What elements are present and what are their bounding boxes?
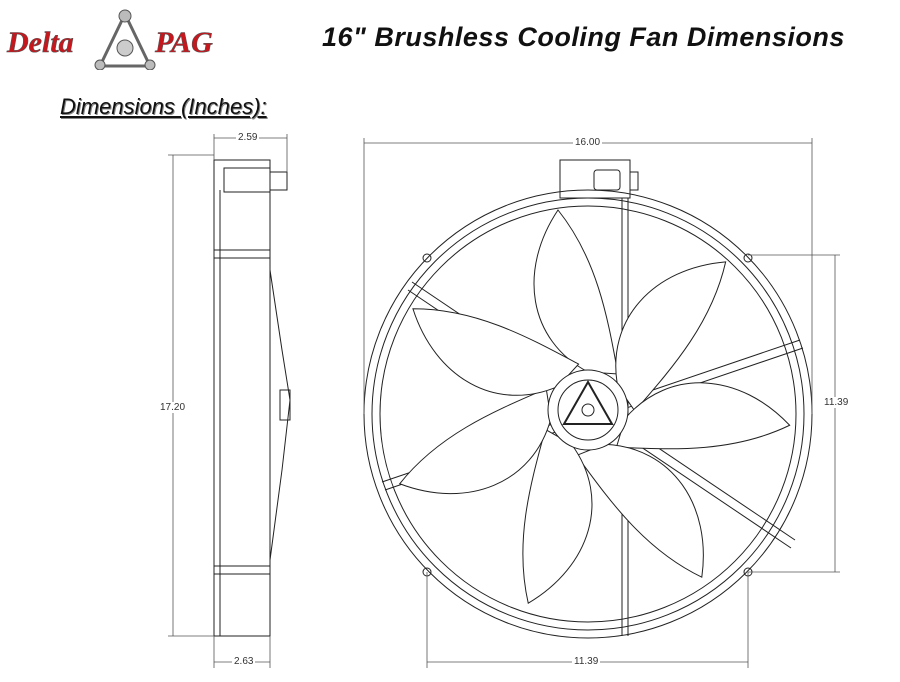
dim-width: 16.00 [573,137,603,148]
page-title: 16" Brushless Cooling Fan Dimensions [322,22,845,52]
svg-text:PAG: PAG [154,26,213,59]
dim-height: 17.20 [158,402,188,413]
fan-blade [522,428,593,604]
fan-blade [615,382,791,450]
front-view [363,159,813,639]
dimensions-heading: Dimensions (Inches): [60,94,267,119]
fan-blade [398,388,552,495]
svg-text:Delta: Delta [6,26,74,59]
dim-mount-horizontal: 11.39 [572,656,601,667]
side-dimension-lines [168,134,288,668]
side-view [213,159,291,637]
dim-mount-vertical: 11.39 [822,397,851,408]
fan-blade [575,443,704,578]
delta-pag-logo: Delta PAG [6,9,213,70]
dim-bottom-depth: 2.63 [232,656,256,667]
fan-blade [412,308,580,396]
fan-blades [398,209,791,604]
fan-blade [615,261,727,412]
dim-top-depth: 2.59 [236,132,260,143]
fan-blade [533,209,619,375]
